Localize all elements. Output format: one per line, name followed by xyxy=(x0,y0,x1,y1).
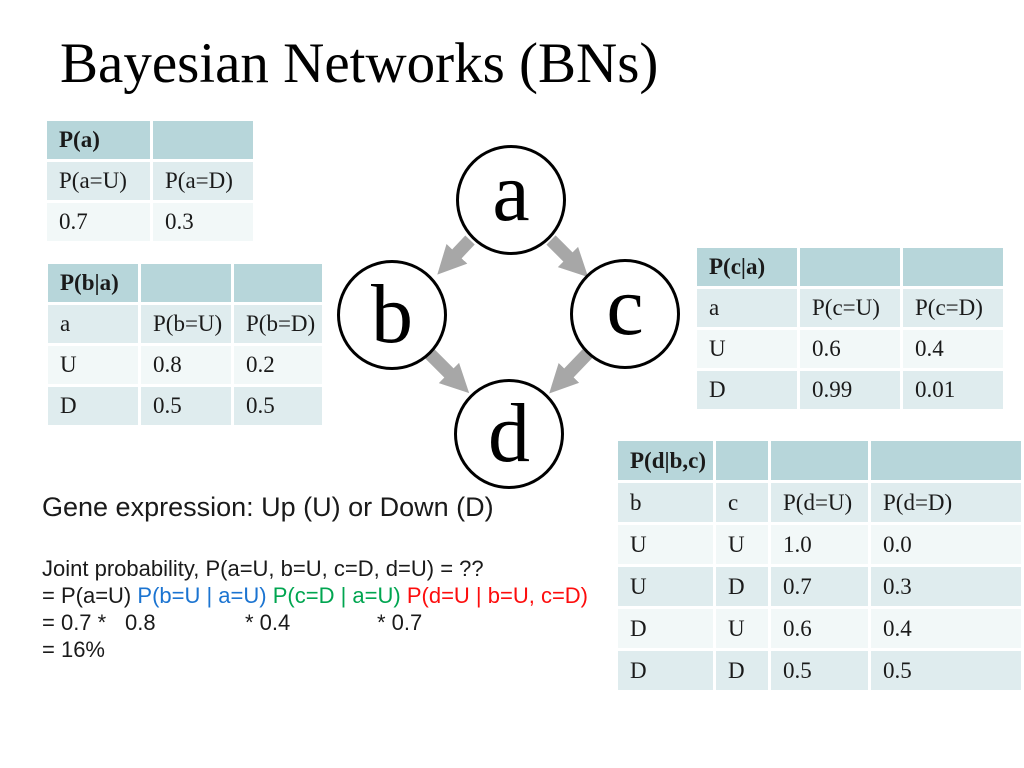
table-cell: P(a=U) xyxy=(47,162,150,200)
node-a-label: a xyxy=(492,146,530,239)
gene-expression-caption: Gene expression: Up (U) or Down (D) xyxy=(42,492,494,522)
table-header-blank-cell xyxy=(903,248,1003,286)
table-cell: U xyxy=(697,330,797,368)
table-cell: 0.5 xyxy=(771,651,868,690)
node-c-label: c xyxy=(606,260,644,353)
table-cell: 0.99 xyxy=(800,371,900,409)
table-header-blank-cell xyxy=(153,121,253,159)
table-cell: 0.0 xyxy=(871,525,1021,564)
table-cell: b xyxy=(618,483,713,522)
table-cell: P(a=D) xyxy=(153,162,253,200)
table-cell: D xyxy=(618,609,713,648)
table-cell: 0.5 xyxy=(871,651,1021,690)
number-term-3: * 0.4 xyxy=(245,610,291,635)
number-term-2: 0.8 xyxy=(125,610,156,635)
factor-d-term: P(d=U | b=U, c=D) xyxy=(406,583,589,608)
table-cell: 0.6 xyxy=(800,330,900,368)
table-title-cell: P(a) xyxy=(47,121,150,159)
table-cell: 0.3 xyxy=(153,203,253,241)
node-d-label: d xyxy=(488,387,530,480)
table-cell: 0.6 xyxy=(771,609,868,648)
table-cell: P(c=D) xyxy=(903,289,1003,327)
table-cell: U xyxy=(716,609,768,648)
edge-c-to-d-arrow xyxy=(549,347,594,394)
table-cell: P(c=U) xyxy=(800,289,900,327)
edge-a-to-b-arrow xyxy=(437,235,475,275)
table-cell: D xyxy=(716,567,768,606)
table-cell: a xyxy=(48,305,138,343)
node-b-label: b xyxy=(371,268,413,361)
table-cell: U xyxy=(618,525,713,564)
table-title-cell: P(d|b,c) xyxy=(618,441,713,480)
table-cell: D xyxy=(697,371,797,409)
numeric-substitution-line: = 0.7 * 0.8 * 0.4 * 0.7 xyxy=(42,610,602,636)
factorization-line: = P(a=U) P(b=U | a=U) P(c=D | a=U) P(d=U… xyxy=(42,583,588,609)
table-cell: D xyxy=(618,651,713,690)
table-cell: c xyxy=(716,483,768,522)
node-a: a xyxy=(456,145,566,255)
table-header-blank-cell xyxy=(234,264,322,302)
edge-b-to-d-arrow xyxy=(423,347,470,394)
table-cell: 0.4 xyxy=(903,330,1003,368)
table-cell: 0.3 xyxy=(871,567,1021,606)
table-cell: U xyxy=(48,346,138,384)
table-cell: U xyxy=(618,567,713,606)
table-cell: P(b=D) xyxy=(234,305,322,343)
table-cell: 0.5 xyxy=(234,387,322,425)
number-term-4: * 0.7 xyxy=(377,610,423,635)
factor-b-term: P(b=U | a=U) xyxy=(137,583,267,608)
table-cell: P(b=U) xyxy=(141,305,231,343)
table-header-blank-cell xyxy=(800,248,900,286)
factor-prior: = P(a=U) xyxy=(42,583,132,608)
factor-c-term: P(c=D | a=U) xyxy=(272,583,401,608)
table-header-blank-cell xyxy=(771,441,868,480)
edge-a-to-c-arrow xyxy=(546,235,589,278)
table-cell: 0.7 xyxy=(47,203,150,241)
table-cell: 1.0 xyxy=(771,525,868,564)
table-cell: a xyxy=(697,289,797,327)
table-cell: 0.7 xyxy=(771,567,868,606)
table-cell: 0.5 xyxy=(141,387,231,425)
table-cell: 0.01 xyxy=(903,371,1003,409)
table-cell: P(d=D) xyxy=(871,483,1021,522)
node-d: d xyxy=(454,379,564,489)
number-term-1: = 0.7 * xyxy=(42,610,107,635)
table-title-cell: P(b|a) xyxy=(48,264,138,302)
table-header-blank-cell xyxy=(716,441,768,480)
table-cell: D xyxy=(48,387,138,425)
joint-probability-line: Joint probability, P(a=U, b=U, c=D, d=U)… xyxy=(42,556,484,581)
table-title-cell: P(c|a) xyxy=(697,248,797,286)
page-title: Bayesian Networks (BNs) xyxy=(60,32,659,95)
table-cell: 0.8 xyxy=(141,346,231,384)
table-header-blank-cell xyxy=(141,264,231,302)
table-cell: 0.2 xyxy=(234,346,322,384)
node-c: c xyxy=(570,259,680,369)
cpt-table-p-a: P(a) P(a=U) P(a=D) 0.7 0.3 xyxy=(47,121,253,241)
cpt-table-p-d-given-b-c: P(d|b,c) b c P(d=U) P(d=D) U U 1.0 0.0 U… xyxy=(618,441,1021,690)
table-cell: P(d=U) xyxy=(771,483,868,522)
node-b: b xyxy=(337,260,447,370)
cpt-table-p-c-given-a: P(c|a) a P(c=U) P(c=D) U 0.6 0.4 D 0.99 … xyxy=(697,248,1003,409)
result-line: = 16% xyxy=(42,637,105,662)
table-cell: 0.4 xyxy=(871,609,1021,648)
table-cell: D xyxy=(716,651,768,690)
cpt-table-p-b-given-a: P(b|a) a P(b=U) P(b=D) U 0.8 0.2 D 0.5 0… xyxy=(48,264,322,425)
table-header-blank-cell xyxy=(871,441,1021,480)
table-cell: U xyxy=(716,525,768,564)
